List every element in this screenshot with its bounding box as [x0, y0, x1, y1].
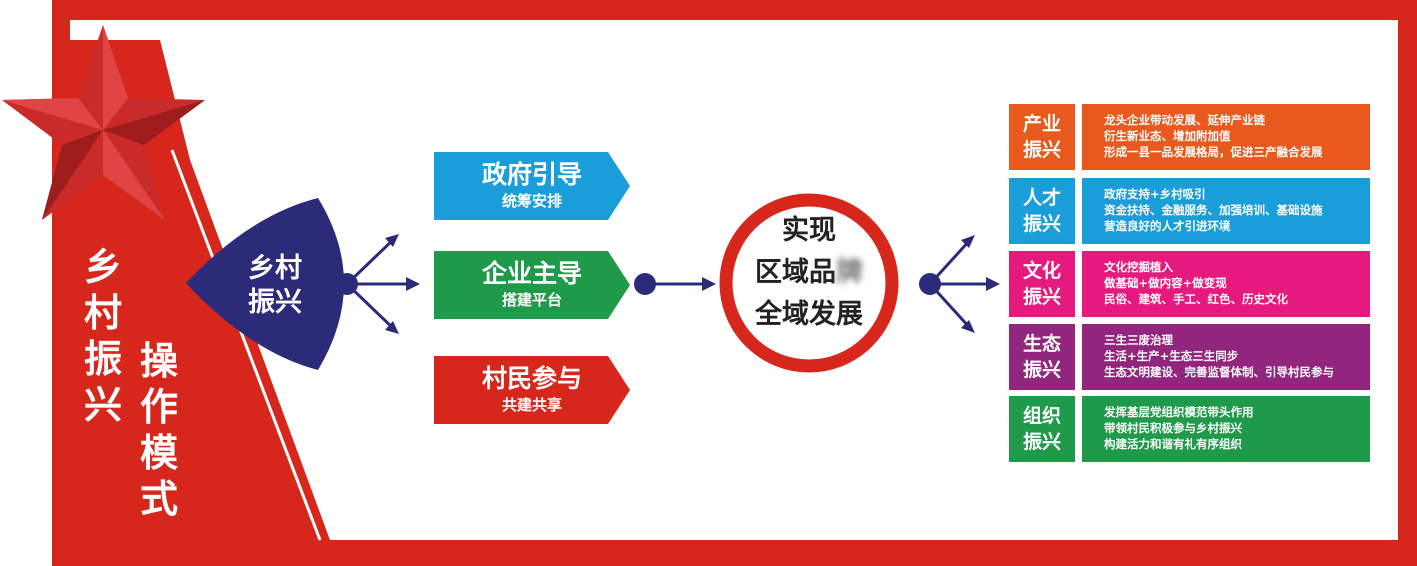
pillar-title: 企业主导	[481, 259, 582, 288]
goal-line-1: 实现	[782, 215, 836, 246]
area-desc-line: 形成一县一品发展格局，促进三产融合发展	[1104, 145, 1323, 159]
pillar-title: 政府引导	[481, 160, 582, 189]
title-char: 式	[139, 477, 178, 521]
goal-line-3: 全域发展	[755, 299, 863, 330]
goal-line-2-text: 区域品	[755, 257, 836, 288]
pillar-title: 村民参与	[481, 364, 582, 393]
area-desc-culture: 文化挖掘植入 做基础+做内容+做变现 民俗、建筑、手工、红色、历史文化	[1082, 251, 1370, 317]
area-tag-line: 文化	[1022, 260, 1061, 282]
area-desc-line: 构建活力和谐有礼有序组织	[1104, 437, 1242, 451]
title-char: 振	[83, 337, 122, 381]
area-desc-line: 三生三废治理	[1104, 333, 1173, 347]
area-tag-line: 振兴	[1022, 139, 1061, 161]
area-tag-ecology: 生态 振兴	[1009, 324, 1075, 390]
area-desc-line: 龙头企业带动发展、延伸产业链	[1104, 113, 1265, 127]
goal-blurred-char: 牌	[836, 257, 863, 288]
pillar-subtitle: 共建共享	[501, 396, 562, 414]
pillar-subtitle: 搭建平台	[501, 291, 562, 309]
star-icon	[2, 25, 205, 220]
title-column-2: 操 作 模 式	[134, 338, 184, 522]
area-tag-organization: 组织 振兴	[1009, 396, 1075, 462]
title-char: 作	[139, 385, 178, 429]
title-char: 乡	[83, 245, 122, 289]
area-tag-line: 振兴	[1022, 431, 1061, 453]
hub-line-1: 乡村	[248, 253, 302, 284]
area-desc-organization: 发挥基层党组织模范带头作用 带领村民积极参与乡村振兴 构建活力和谐有礼有序组织	[1082, 396, 1370, 462]
area-desc-line: 做基础+做内容+做变现	[1104, 276, 1227, 290]
area-desc-line: 发挥基层党组织模范带头作用	[1104, 405, 1254, 419]
area-desc-line: 生态文明建设、完善监督体制、引导村民参与	[1104, 365, 1334, 379]
area-tag-talent: 人才 振兴	[1009, 178, 1075, 244]
hub-line-2: 振兴	[248, 287, 302, 318]
area-tag-line: 振兴	[1022, 359, 1061, 381]
pillar-subtitle: 统筹安排	[501, 192, 562, 210]
area-tag-culture: 文化 振兴	[1009, 251, 1075, 317]
area-desc-line: 生活+生产+生态三生同步	[1104, 349, 1239, 363]
area-desc-line: 民俗、建筑、手工、红色、历史文化	[1104, 292, 1288, 306]
title-char: 模	[139, 431, 178, 475]
area-desc-line: 文化挖掘植入	[1104, 260, 1173, 274]
title-column-1: 乡 村 振 兴	[78, 244, 128, 428]
area-tag-line: 生态	[1022, 333, 1061, 355]
goal-label: 实现 区域品牌 全域发展	[734, 210, 884, 336]
area-desc-ecology: 三生三废治理 生活+生产+生态三生同步 生态文明建设、完善监督体制、引导村民参与	[1082, 324, 1370, 390]
area-desc-line: 营造良好的人才引进环境	[1104, 219, 1231, 233]
pillar-villagers: 村民参与 共建共享	[434, 356, 630, 424]
goal-line-2: 区域品牌	[734, 252, 884, 294]
title-char: 村	[83, 291, 122, 335]
area-tag-line: 产业	[1022, 113, 1061, 135]
title-char: 兴	[83, 383, 122, 427]
area-desc-industry: 龙头企业带动发展、延伸产业链 衍生新业态、增加附加值 形成一县一品发展格局，促进…	[1082, 104, 1370, 170]
area-desc-line: 衍生新业态、增加附加值	[1104, 129, 1231, 143]
hub-label: 乡村 振兴	[230, 252, 320, 320]
area-desc-line: 带领村民积极参与乡村振兴	[1104, 421, 1242, 435]
area-desc-talent: 政府支持+乡村吸引 资金扶持、金融服务、加强培训、基础设施 营造良好的人才引进环…	[1082, 178, 1370, 244]
area-tag-industry: 产业 振兴	[1009, 104, 1075, 170]
area-tag-line: 振兴	[1022, 286, 1061, 308]
area-tag-line: 振兴	[1022, 213, 1061, 235]
area-tag-line: 人才	[1022, 187, 1061, 209]
area-tag-line: 组织	[1022, 405, 1061, 427]
title-char: 操	[139, 339, 178, 383]
pillar-enterprise: 企业主导 搭建平台	[434, 251, 630, 319]
pillar-government: 政府引导 统筹安排	[434, 152, 630, 220]
area-desc-line: 资金扶持、金融服务、加强培训、基础设施	[1104, 203, 1323, 217]
area-desc-line: 政府支持+乡村吸引	[1104, 187, 1206, 201]
